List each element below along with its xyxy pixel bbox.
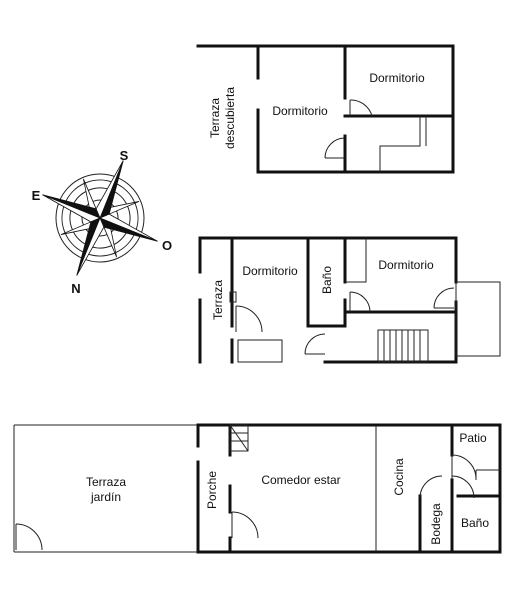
ground-floor: Terraza jardín Comedor estar Patio Baño … [13,423,502,554]
middle-label-dormitorio-a: Dormitorio [242,264,298,278]
middle-label-terraza: Terraza [211,280,225,320]
middle-label-dormitorio-b: Dormitorio [378,258,434,272]
upper-label-dormitorio-b: Dormitorio [369,71,425,85]
compass-label-south: S [120,148,129,163]
upper-label-dormitorio-a: Dormitorio [272,104,328,118]
ground-label-jardin: jardín [90,490,121,504]
ground-label-terraza: Terraza [86,475,126,489]
ground-label-bano: Baño [461,516,489,530]
compass-label-east: E [32,188,41,203]
upper-label-descubierta: descubierta [223,87,237,149]
compass-label-west: O [162,238,172,253]
middle-floor: Dormitorio Dormitorio Terraza Baño [198,236,501,364]
ground-label-cocina: Cocina [392,458,406,496]
ground-label-comedor-estar: Comedor estar [261,473,340,487]
compass-label-north: N [71,281,80,296]
compass-rose [42,160,158,276]
ground-label-patio: Patio [459,431,487,445]
upper-label-terraza: Terraza [208,98,222,138]
ground-label-porche: Porche [205,471,219,509]
upper-floor: Dormitorio Dormitorio Terraza descubiert… [196,44,455,174]
ground-label-bodega: Bodega [429,503,443,545]
middle-label-bano: Baño [320,266,334,294]
